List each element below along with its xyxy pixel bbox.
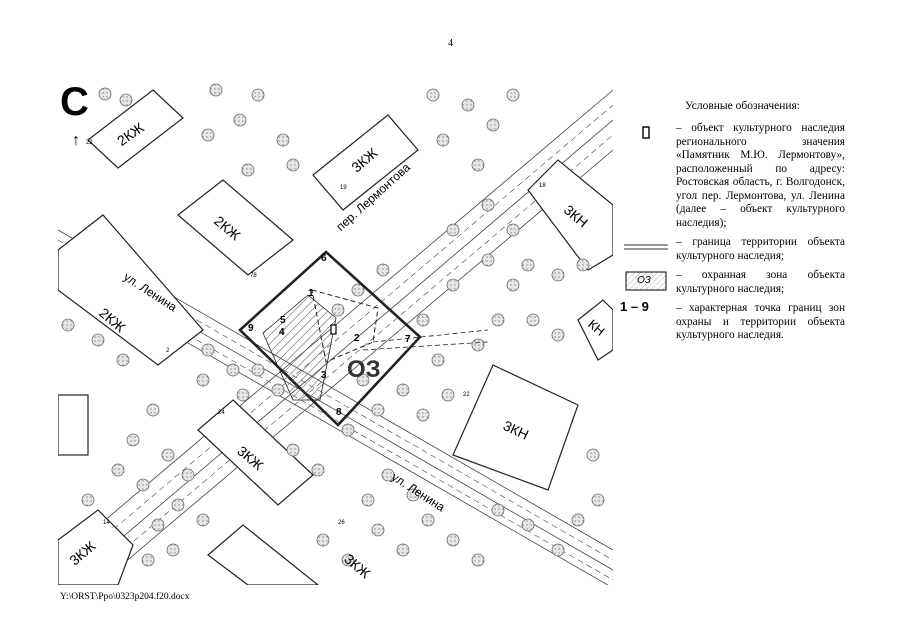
building-number: 22	[86, 140, 93, 146]
building-number: 24	[218, 410, 225, 416]
block-b1	[87, 89, 184, 169]
monument-symbol	[330, 324, 337, 335]
point-label: 5	[280, 315, 286, 326]
block-b3	[177, 179, 294, 276]
block-extra	[58, 394, 89, 456]
legend-item-text: – охранная зона объекта культурного насл…	[676, 269, 845, 295]
legend-title: Условные обозначения:	[684, 100, 801, 112]
legend-item-text: – объект культурного наследия региональн…	[676, 122, 845, 229]
building-number: 26	[338, 520, 345, 526]
legend: Условные обозначения: – объект культурно…	[620, 100, 845, 349]
legend-item-boundary-points: 1 – 9 – характерная точка границ зон охр…	[620, 299, 845, 343]
legend-item-text: – граница территории объекта культурного…	[676, 236, 845, 262]
block-b7	[452, 364, 579, 491]
boundary-points-legend-label: 1 – 9	[620, 299, 649, 314]
north-arrow-icon: ↑	[72, 132, 80, 149]
block-b5	[527, 159, 613, 271]
building-number: 78	[250, 273, 257, 279]
point-label: 3	[321, 370, 327, 381]
protection-zone	[238, 250, 489, 427]
trees	[61, 83, 605, 567]
point-label: 9	[248, 323, 254, 334]
building-number: 18	[539, 183, 546, 189]
footer-file-path: Y:\ORST\Ppo\0323p204.f20.docx	[60, 592, 190, 602]
block-b8	[197, 399, 314, 506]
point-label: 4	[279, 327, 285, 338]
block-b2	[312, 114, 419, 211]
site-plan-map: С ↑ ул. Ленина ул. Ленина пер. Лермонтов…	[58, 80, 613, 585]
protection-zone-legend-icon: ОЗ	[620, 270, 670, 294]
zone-label: ОЗ	[347, 356, 381, 383]
point-label: 8	[336, 407, 342, 418]
buildings	[58, 89, 613, 585]
map-canvas	[58, 83, 613, 585]
legend-item-protection-zone: ОЗ – охранная зона объекта культурного н…	[620, 269, 845, 296]
legend-item-territory-boundary: – граница территории объекта культурного…	[620, 236, 845, 263]
building-number: 2	[166, 348, 170, 354]
page-number: 4	[448, 38, 453, 49]
block-b4	[58, 214, 204, 366]
building-number: 19	[340, 185, 347, 191]
building-number: 22	[463, 392, 470, 398]
building-number: 14	[103, 520, 110, 526]
point-label: 7	[405, 334, 411, 345]
point-label: 6	[321, 253, 327, 264]
block-b6	[577, 299, 613, 361]
territory-boundary-legend-icon	[620, 237, 670, 261]
north-label: С	[60, 80, 89, 124]
block-b9	[58, 509, 134, 585]
legend-item-text: – характерная точка границ зон охраны и …	[676, 302, 845, 341]
monument-legend-icon	[620, 123, 670, 147]
point-label: 2	[354, 333, 360, 344]
block-b10	[207, 524, 319, 585]
point-label: 1	[308, 288, 314, 299]
legend-item-monument: – объект культурного наследия региональн…	[620, 122, 845, 230]
